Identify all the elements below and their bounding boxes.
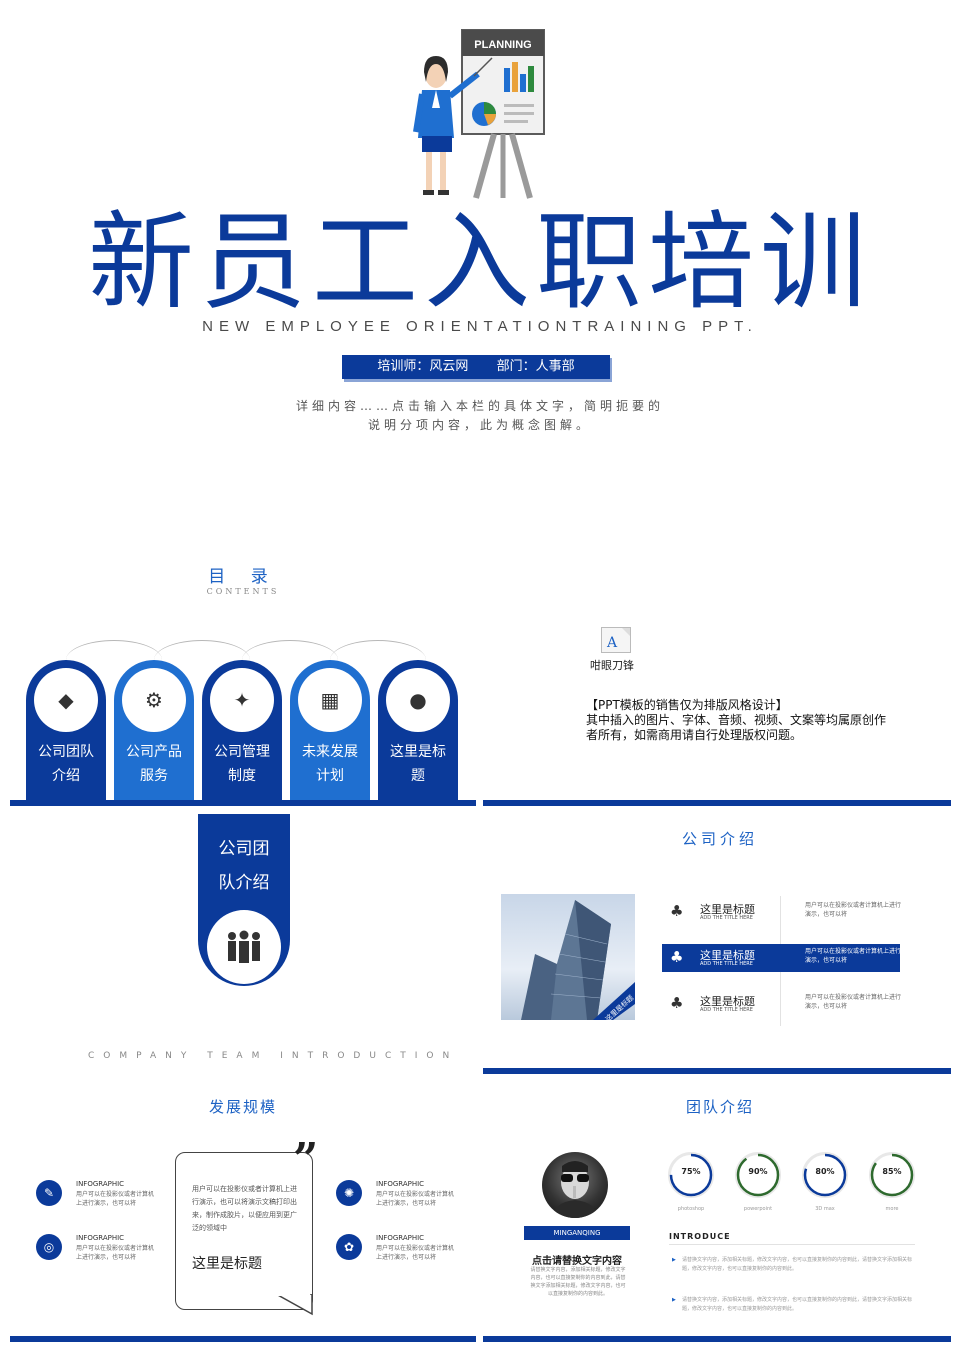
skill-label: 3D max [815,1206,835,1212]
runner-icon: ✦ [233,688,251,712]
gear-person-icon: ♣ [670,994,684,1012]
development-title: 发展规模 [208,1098,277,1116]
skill-value: 90% [748,1167,768,1176]
skill-value: 85% [882,1167,902,1176]
skill-arc [736,1153,780,1197]
building-photo: 这里是标题 [501,894,635,1020]
team-icon [228,930,260,963]
bullet-item: 请替换文字内容，添加相关标题，修改文字内容，也可以直接复制你的内容到此，请替换文… [672,1296,916,1314]
document-icon: A [601,627,631,653]
section-bar [10,800,476,806]
toc-subtitle: CONTENTS [206,587,280,596]
team-section-label: 公司团 队介绍 [218,839,270,893]
sun-icon: ✺ [336,1180,362,1206]
service-icon: ⚙ [145,688,163,712]
trainer-bar: 培训师：风云网 部门：人事部 [342,355,610,379]
introduce-heading: INTRODUCE [669,1232,731,1241]
toc-item-label: 公司产品服务 [126,744,182,784]
hero-description: 详细内容……点击输入本栏的具体文字，简明扼要的 说明分项内容，此为概念图解。 [295,399,664,432]
toc-icon-circle: ● [386,668,450,732]
group-icon: ● [409,688,427,712]
skill-ring: 75% [668,1152,714,1198]
team-icon: ♣ [670,948,684,966]
svg-text:A: A [606,635,618,651]
team-icon-circle [207,910,281,984]
skill-arc [803,1153,847,1197]
team-intro-title: 团队介绍 [685,1098,754,1116]
section-bar [10,1336,476,1342]
toc-item-label: 公司团队介绍 [38,744,94,784]
skill-arc [669,1153,713,1197]
skill-ring: 90% [735,1152,781,1198]
team-section-card: 公司团 队介绍 [198,814,290,986]
connector-arc [66,640,162,680]
toc-item-label: 未来发展计划 [302,744,358,784]
bubble-title: 这里是标题 [192,1256,262,1272]
disclaimer-text: 【PPT模板的销售仅为排版风格设计】 其中插入的图片、字体、音频、视频、文案等均… [586,698,887,742]
announcer-icon: ◆ [58,688,74,712]
toc-item-label: 这里是标题 [390,744,446,784]
toc-item[interactable]: ▦ 未来发展计划 [290,660,370,802]
target-icon: ◎ [36,1234,62,1260]
speech-bubble: 用户可以在投影仪或者计算机上进行演示，也可以将演示文稿打印出来，制作成胶片，以便… [175,1152,313,1310]
chart-board-icon: ▦ [320,688,340,712]
section-bar [483,800,951,806]
bubble-tail [274,1294,313,1316]
dept-label: 部门：人事部 [496,359,575,374]
section-bar [483,1068,951,1074]
skill-label: powerpoint [743,1206,773,1212]
quote-mark-icon: ” [293,1134,319,1185]
toc-item[interactable]: ✦ 公司管理制度 [202,660,282,802]
skill-ring: 85% [869,1152,915,1198]
skill-value: 75% [681,1167,701,1176]
click-replace-desc: 请替换文字内容，添加相关标题，修改文字内容，也可以直接复制你的内容到此，请替换文… [530,1267,626,1297]
skill-value: 80% [815,1167,835,1176]
connector-arc [154,640,250,680]
company-team-english: COMPANY TEAM INTRODUCTION [88,1051,459,1061]
main-title: 新员工入职培训 [88,201,872,324]
company-intro-title: 公司介绍 [681,830,758,848]
name-ribbon: MINGANQING [524,1226,630,1240]
icon-caption: 咁眼刀锋 [590,659,634,672]
toc-icon-circle: ◆ [34,668,98,732]
trainer-label: 培训师：风云网 [377,359,469,374]
skill-label: photoshop [677,1206,705,1212]
toc-title: 目 录 [208,567,278,587]
skill-ring: 80% [802,1152,848,1198]
toc-icon-circle: ⚙ [122,668,186,732]
skill-arc [870,1153,914,1197]
toc-icon-circle: ✦ [210,668,274,732]
bullet-item: 请替换文字内容，添加相关标题，修改文字内容，也可以直接复制你的内容到此，请替换文… [672,1256,916,1274]
toc-item[interactable]: ● 这里是标题 [378,660,458,802]
avatar [542,1152,608,1218]
presenter-illustration: PLANNING [413,29,545,199]
section-bar [483,1336,951,1342]
edit-icon: ✎ [36,1180,62,1206]
bubble-text: 用户可以在投影仪或者计算机上进行演示，也可以将演示文稿打印出来，制作成胶片，以便… [192,1185,297,1232]
skill-label: more [885,1206,899,1212]
board-label: PLANNING [474,39,531,51]
toc-item[interactable]: ⚙ 公司产品服务 [114,660,194,802]
connector-arc [330,640,426,680]
toc-item-label: 公司管理制度 [214,744,270,784]
connector-arc [242,640,338,680]
english-subtitle: NEW EMPLOYEE ORIENTATIONTRAINING PPT. [202,318,758,335]
toc-item[interactable]: ◆ 公司团队介绍 [26,660,106,802]
toc-icon-circle: ▦ [298,668,362,732]
divider [669,1244,915,1245]
click-replace-text: 点击请替换文字内容 [532,1256,622,1267]
org-chart-icon: ♣ [670,902,684,920]
settings-icon: ✿ [336,1234,362,1260]
